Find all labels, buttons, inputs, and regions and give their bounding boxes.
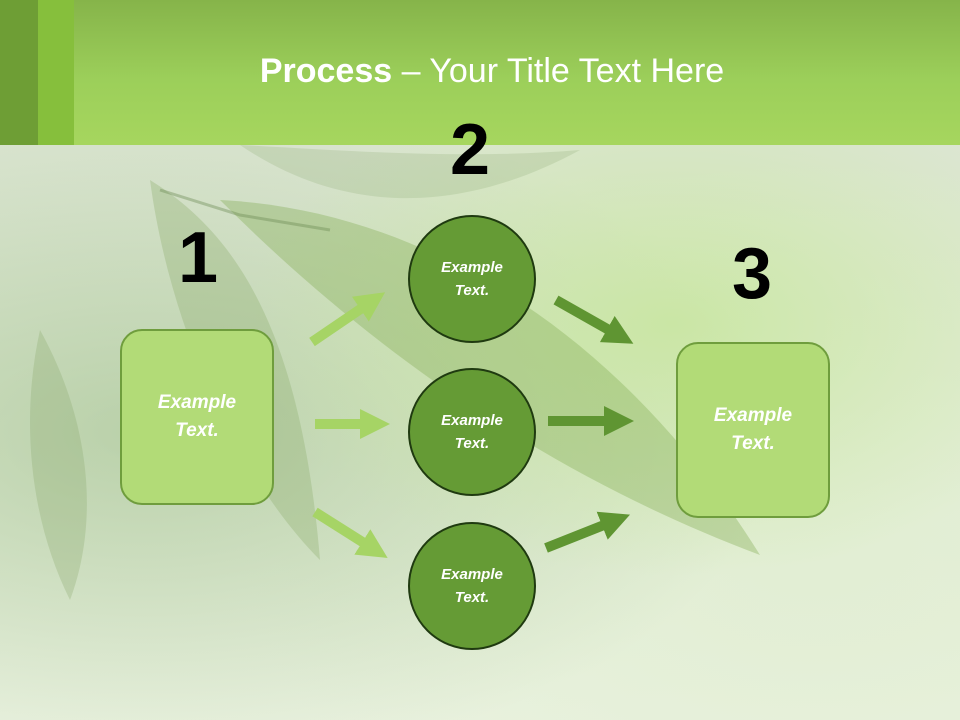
- arrow-circle-bottom-to-3: [544, 511, 631, 553]
- accent-stripe-dark: [0, 0, 38, 145]
- title-rest: – Your Title Text Here: [392, 52, 725, 90]
- step-1-box[interactable]: Example Text.: [120, 329, 274, 505]
- step-number-2: 2: [450, 110, 491, 190]
- arrow-1-to-circle-top: [309, 292, 386, 347]
- step-1-text-line1: Example: [157, 391, 237, 413]
- arrow-circle-top-to-3: [553, 295, 634, 344]
- circle-middle-line2: Text.: [454, 435, 490, 452]
- title-bar: Process – Your Title Text Here: [0, 0, 960, 145]
- step-number-1: 1: [178, 218, 219, 298]
- step-3-box[interactable]: Example Text.: [676, 342, 830, 518]
- step-1-text-line2: Text.: [175, 420, 219, 441]
- circle-middle[interactable]: Example Text.: [408, 368, 536, 496]
- title-bold: Process: [259, 52, 393, 90]
- arrow-1-to-circle-bottom: [312, 507, 388, 558]
- circle-top-line1: Example: [441, 258, 503, 276]
- step-number-3: 3: [732, 234, 773, 314]
- circle-middle-line1: Example: [441, 411, 503, 429]
- circle-bottom-line2: Text.: [454, 589, 490, 606]
- circle-top[interactable]: Example Text.: [408, 215, 536, 343]
- step-3-text-line1: Example: [713, 404, 793, 426]
- circle-bottom[interactable]: Example Text.: [408, 522, 536, 650]
- circle-bottom-line1: Example: [441, 565, 503, 583]
- accent-stripe-light: [38, 0, 74, 145]
- step-3-text-line2: Text.: [731, 433, 775, 454]
- slide-title[interactable]: Process – Your Title Text Here: [0, 52, 960, 91]
- circle-top-line2: Text.: [454, 282, 490, 299]
